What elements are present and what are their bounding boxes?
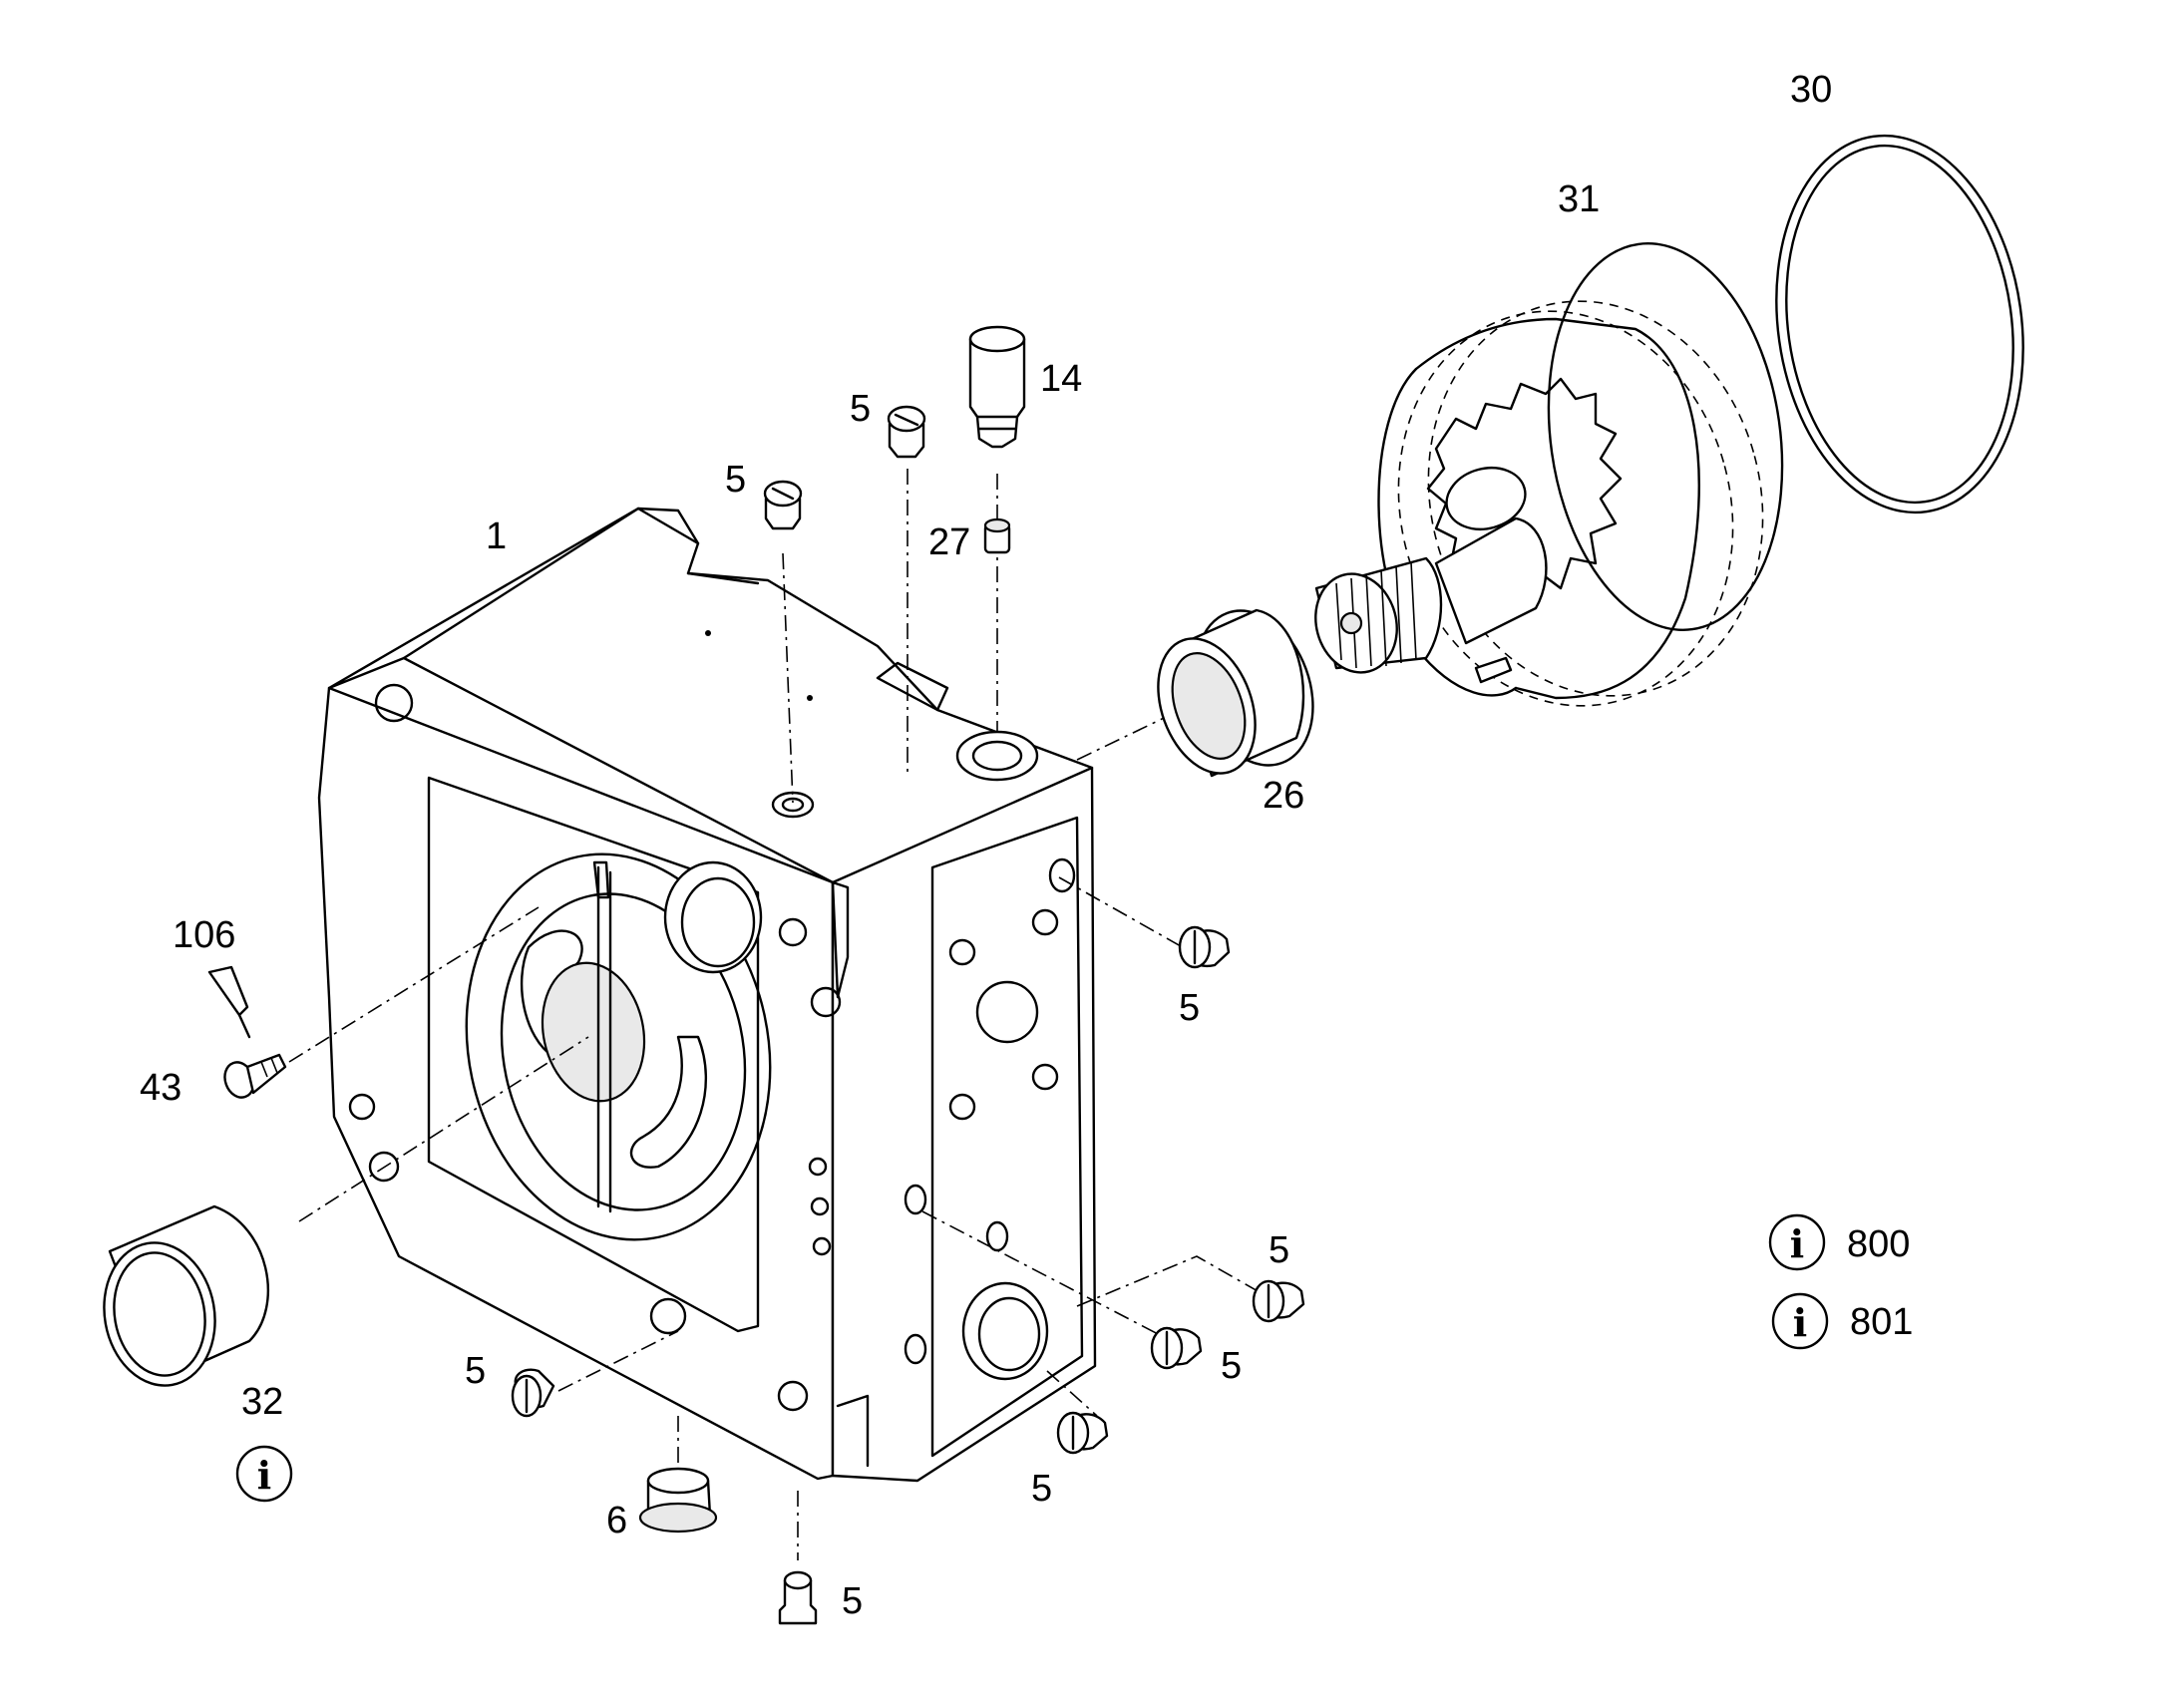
sleeve-27 — [983, 517, 1011, 554]
sealant-tube-106 — [207, 965, 251, 1039]
needle-bearing-26 — [1157, 608, 1314, 778]
label-part-5: 5 — [725, 459, 746, 501]
label-part-5: 5 — [850, 388, 871, 430]
label-part-5: 5 — [1221, 1345, 1242, 1387]
screw-icon-5h — [778, 1570, 818, 1625]
housing-part-1 — [317, 507, 1097, 1483]
info-ref-801: 801 — [1850, 1301, 1913, 1343]
o-ring-30 — [1775, 134, 2024, 514]
label-part-26: 26 — [1263, 775, 1304, 817]
label-part-5: 5 — [465, 1350, 486, 1392]
label-part-30: 30 — [1790, 69, 1832, 111]
part-labels: 1 5 5 14 27 26 31 30 106 43 5 32 5 5 5 5… — [140, 69, 1832, 1622]
label-part-43: 43 — [140, 1067, 182, 1109]
charge-pump-assembly — [1314, 300, 1764, 707]
screw-icon-5d — [1178, 925, 1231, 969]
info-glyph: i — [1793, 1300, 1807, 1345]
label-part-106: 106 — [173, 914, 235, 956]
info-glyph: i — [1790, 1221, 1804, 1266]
label-part-1: 1 — [486, 515, 507, 557]
label-part-5: 5 — [842, 1580, 863, 1622]
screw-icon-5g — [1056, 1411, 1109, 1455]
label-part-32: 32 — [241, 1381, 283, 1423]
o-ring-31 — [1547, 242, 1784, 631]
label-part-5: 5 — [1031, 1468, 1052, 1510]
info-icon: i — [1768, 1213, 1826, 1271]
screw-icon-5b — [887, 405, 926, 459]
valve-cartridge-14 — [968, 325, 1026, 449]
plug-6 — [638, 1467, 718, 1534]
label-part-31: 31 — [1558, 178, 1600, 220]
screw-icon-5e — [1252, 1279, 1305, 1323]
info-ref-800: 800 — [1847, 1223, 1910, 1265]
label-part-14: 14 — [1040, 358, 1082, 400]
label-part-5: 5 — [1179, 987, 1200, 1029]
bushing-32 — [103, 1204, 270, 1387]
label-part-6: 6 — [606, 1500, 627, 1541]
info-icon: i — [1771, 1292, 1829, 1350]
info-icon: i — [235, 1445, 293, 1503]
screw-icon-5f — [1150, 1326, 1203, 1370]
screw-43 — [223, 1053, 287, 1099]
label-part-5: 5 — [1269, 1229, 1289, 1271]
screw-icon-5a — [763, 480, 803, 530]
label-part-27: 27 — [928, 521, 970, 563]
screw-icon-5c — [511, 1368, 555, 1418]
info-glyph: i — [257, 1453, 271, 1498]
